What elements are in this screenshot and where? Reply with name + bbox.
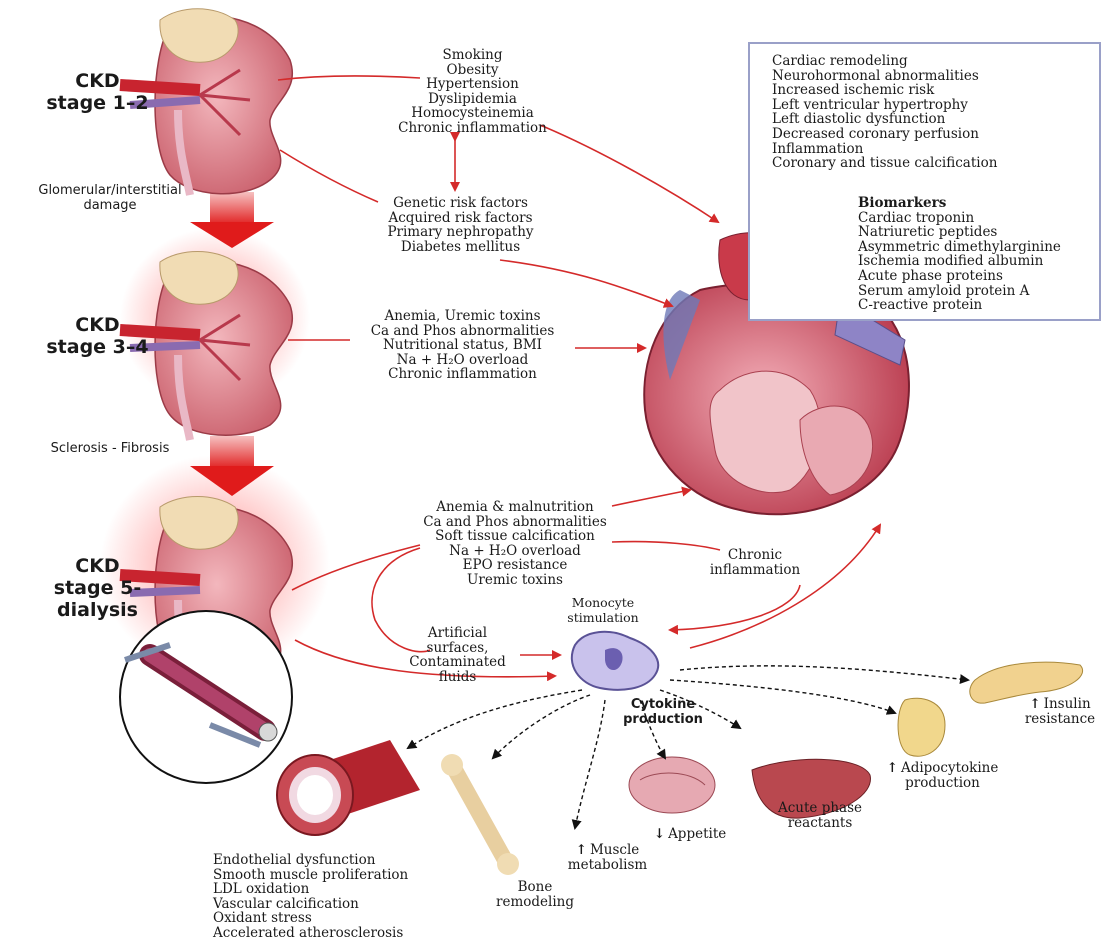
blood-vessel-illustration	[277, 740, 420, 835]
bone-illustration	[441, 754, 519, 875]
transition-sclerosis: Sclerosis - Fibrosis	[25, 442, 195, 457]
adipose-tissue-illustration	[898, 698, 945, 756]
biomarkers-title: Biomarkers	[858, 196, 1061, 211]
brain-illustration	[629, 757, 715, 813]
dialysis-fistula-illustration	[120, 611, 292, 783]
monocyte-cell	[572, 632, 658, 690]
appetite-label: Appetite	[650, 827, 730, 842]
